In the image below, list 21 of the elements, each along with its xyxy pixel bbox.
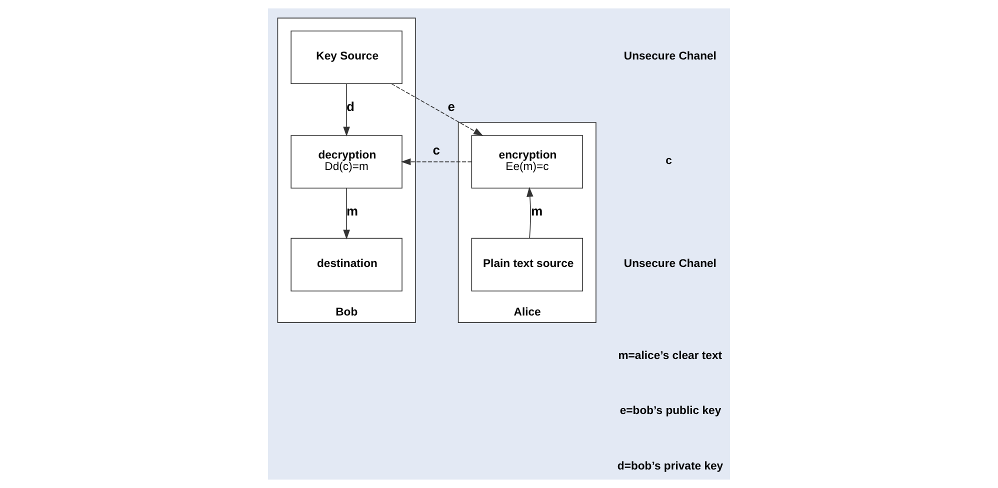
label: d=bob’s private key [617, 460, 724, 472]
edge-label: d [346, 99, 354, 114]
label: Unsecure Chanel [624, 50, 716, 63]
arrow [343, 188, 350, 240]
edge-label: m [346, 203, 358, 218]
node-box: Plain text source [471, 238, 584, 292]
arrow [400, 158, 472, 166]
edge-label: m [531, 203, 543, 218]
arrow [343, 83, 350, 136]
label: c [666, 154, 672, 167]
label: Unsecure Chanel [624, 258, 716, 270]
edge-label: e [448, 99, 455, 114]
node-box: encryption Ee(m)=c [471, 135, 584, 189]
node-box: decryption Dd(c)=m [290, 135, 402, 189]
node-box: Key Source [290, 30, 402, 84]
label: m=alice’s clear text [618, 350, 722, 362]
label: e=bob’s public key [620, 405, 722, 418]
arrow [391, 83, 484, 136]
arrow [526, 187, 534, 239]
edge-label: c [432, 142, 440, 158]
node-box: destination [290, 238, 402, 292]
